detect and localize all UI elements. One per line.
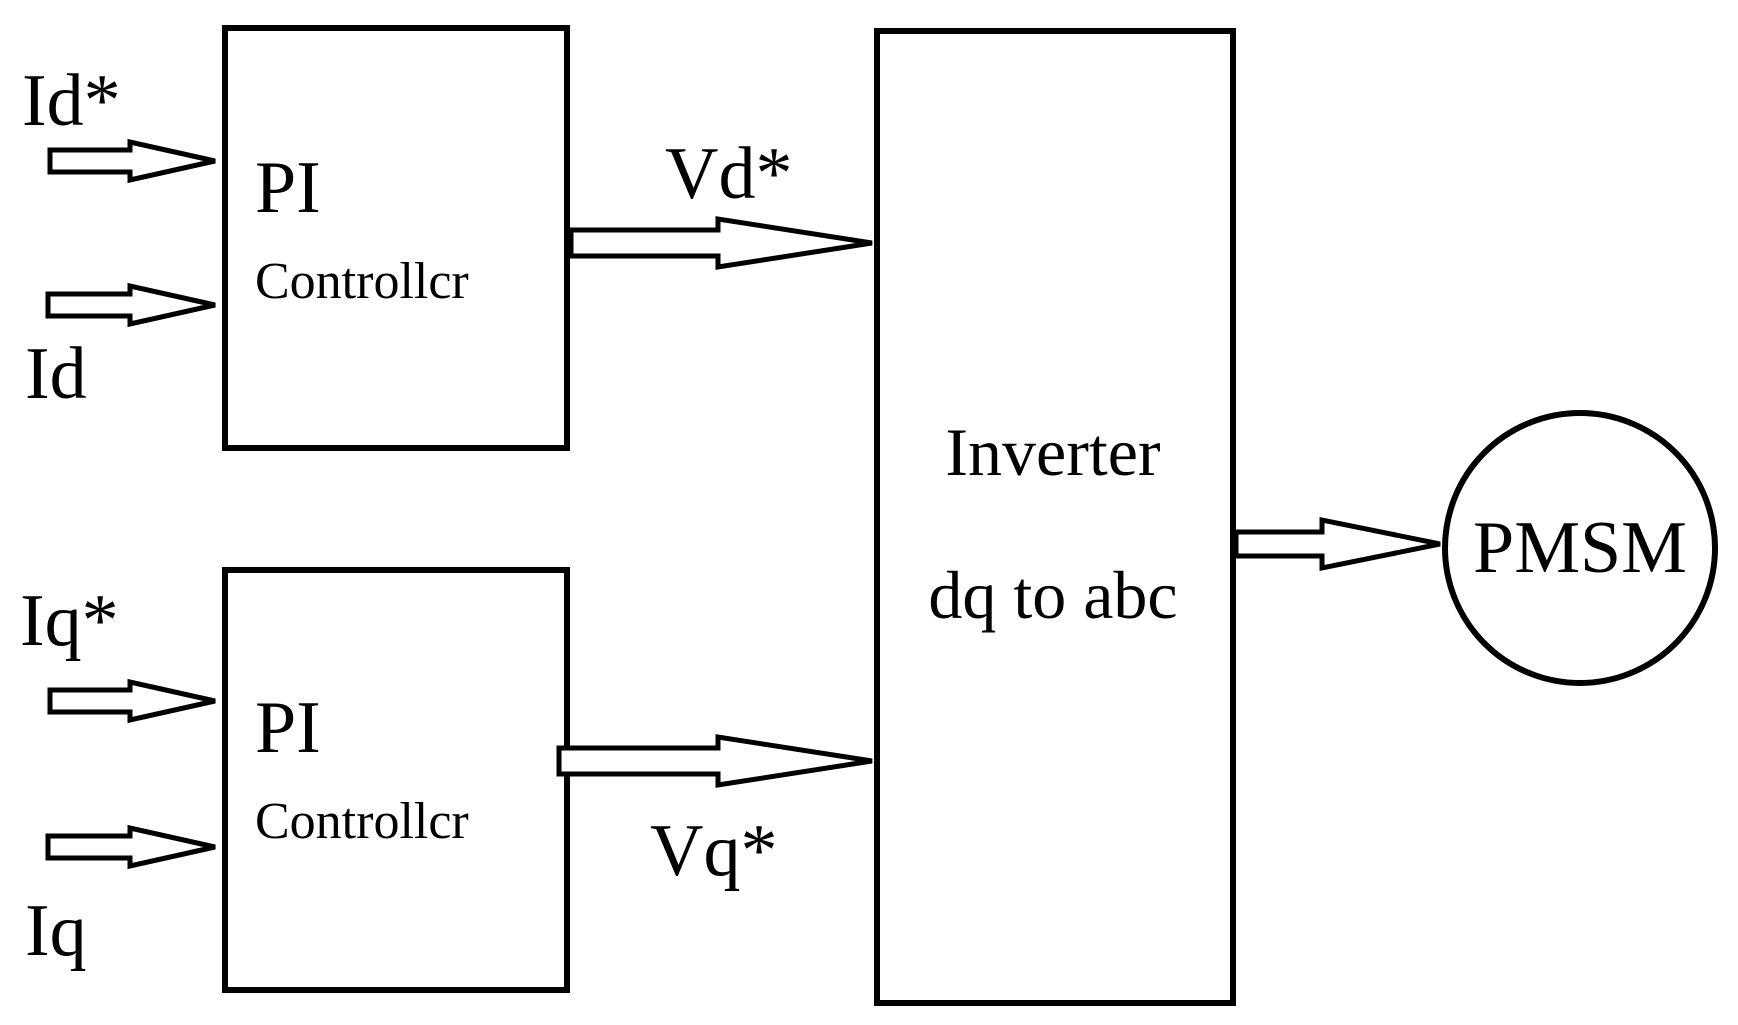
- id-ref-input-arrow: [47, 138, 216, 184]
- iq-meas-label: Iq: [25, 890, 87, 972]
- inverter-line2: dq to abc: [928, 557, 1177, 633]
- pmsm-motor-circle: [1442, 410, 1718, 686]
- iq-ref-label: Iq*: [20, 580, 119, 662]
- inverter-to-pmsm-arrow: [1233, 516, 1441, 572]
- iq-ref-input-arrow: [47, 678, 216, 724]
- pi-q-subtitle: Controllcr: [255, 793, 469, 850]
- pi-q-title: PI: [255, 687, 321, 769]
- inverter-block: [874, 28, 1236, 1006]
- vq-output-arrow: [556, 734, 873, 788]
- pi-controller-q-block: [222, 567, 570, 993]
- pi-d-subtitle: Controllcr: [255, 253, 469, 310]
- inverter-line1: Inverter: [945, 414, 1161, 490]
- iq-meas-input-arrow: [45, 824, 216, 870]
- pi-d-title: PI: [255, 147, 321, 229]
- pmsm-label: PMSM: [1473, 507, 1687, 589]
- pi-controller-d-block: [222, 25, 570, 451]
- id-meas-label: Id: [25, 333, 87, 415]
- vd-ref-label: Vd*: [665, 133, 792, 215]
- id-ref-label: Id*: [22, 60, 121, 142]
- vq-ref-label: Vq*: [650, 810, 777, 892]
- id-meas-input-arrow: [45, 282, 216, 328]
- vd-output-arrow: [568, 216, 873, 270]
